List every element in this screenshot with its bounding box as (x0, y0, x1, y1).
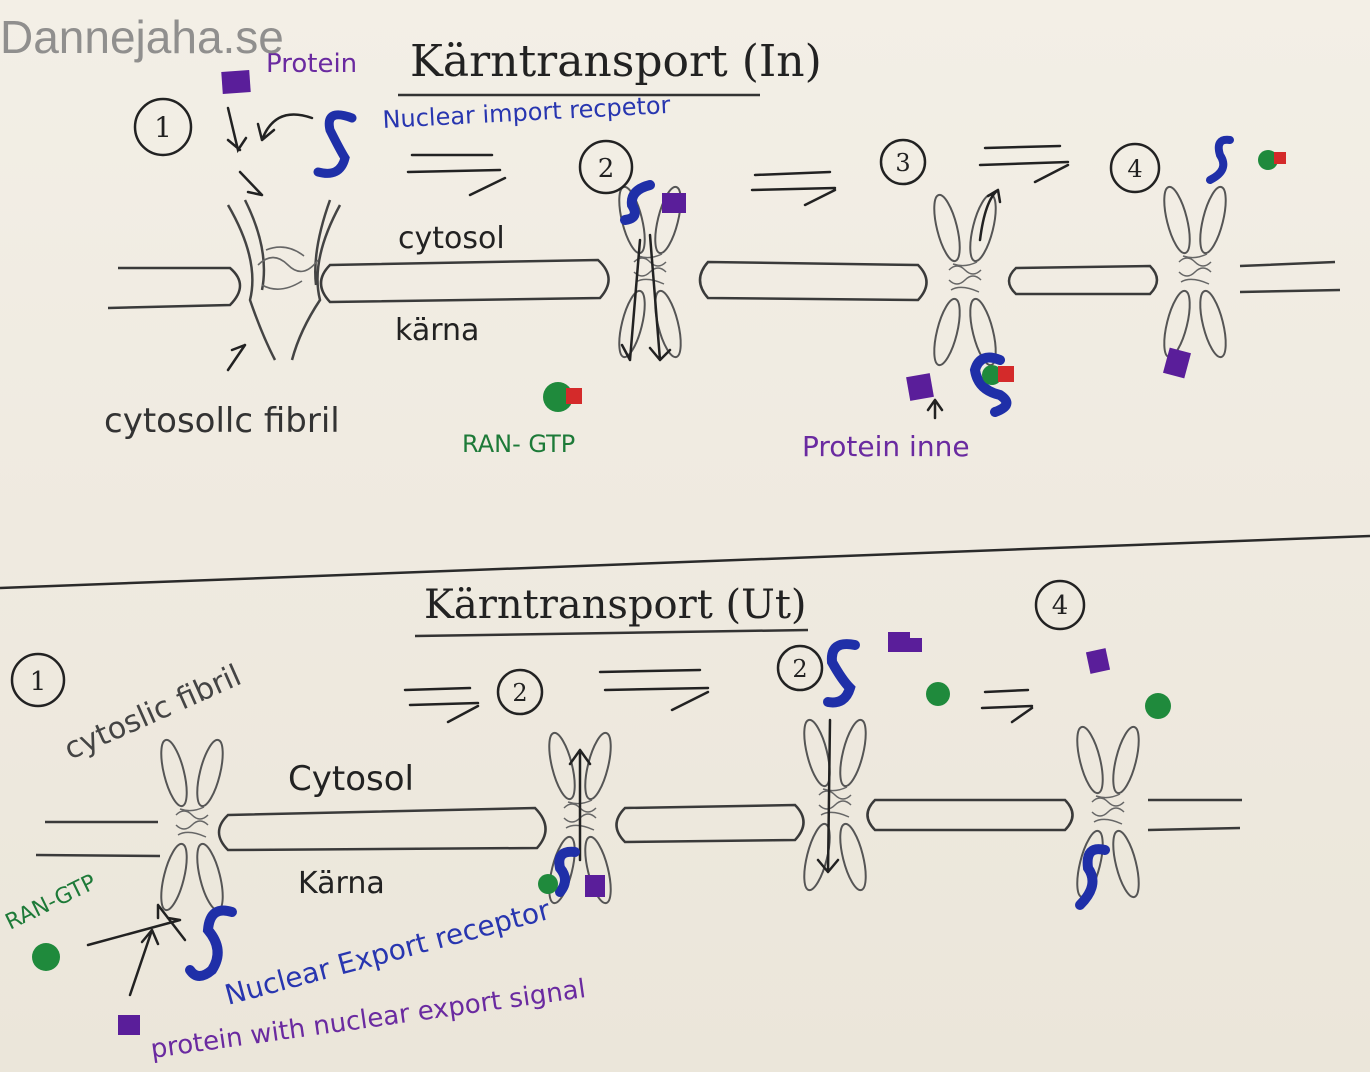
export-receptors (185, 639, 1110, 981)
export-nuclear-envelope (35, 798, 1242, 858)
import-protein-label: Protein (266, 49, 357, 79)
panel-divider (0, 534, 1370, 590)
import-pore-4 (1158, 183, 1232, 361)
export-pore-1 (155, 736, 229, 914)
import-receptor-label: Nuclear import recpetor (382, 91, 671, 134)
export-cytosol-label: Cytosol (288, 759, 414, 799)
export-title: Kärntransport (Ut) (424, 582, 807, 628)
import-step-2: 2 (598, 154, 615, 184)
import-receptors (313, 110, 1234, 417)
site-watermark: Dannejaha.se (0, 11, 284, 63)
import-proteins (221, 70, 1191, 401)
export-pore-3 (798, 716, 872, 894)
import-cytosol-label: cytosol (398, 221, 505, 256)
export-step-2b: 2 (792, 655, 807, 683)
export-fibril-label: cytoslic fibril (59, 658, 246, 767)
export-proteins (118, 632, 1111, 1035)
import-nuclear-envelope (107, 258, 1341, 310)
export-step-2a: 2 (512, 679, 527, 707)
export-pore-4 (1071, 723, 1145, 901)
import-ran-gtp-label: RAN- GTP (462, 430, 575, 458)
export-ran-gtp-label: RAN-GTP (2, 870, 101, 935)
export-step-circles (10, 579, 1086, 716)
import-step-3: 3 (895, 149, 910, 177)
export-protein-signal-label: protein with nuclear export signal (149, 974, 588, 1065)
import-step-1: 1 (154, 111, 172, 144)
import-pore-3 (928, 191, 1002, 369)
import-step-circles (133, 97, 1161, 195)
import-title: Kärntransport (In) (410, 36, 822, 87)
export-step-4: 4 (1052, 591, 1069, 621)
import-protein-inside-label: Protein inne (802, 430, 970, 463)
import-step-4: 4 (1127, 155, 1142, 183)
import-fibril-label: cytosollc fibril (104, 401, 340, 441)
import-nucleus-label: kärna (395, 313, 479, 348)
export-nucleus-label: Kärna (298, 866, 385, 901)
import-flow-arrows (226, 106, 1070, 420)
export-ran-gtp (32, 682, 1171, 971)
import-pore-1 (226, 199, 342, 361)
import-ran-gtp (543, 150, 1286, 412)
export-step-1: 1 (30, 667, 47, 697)
export-flow-arrows (86, 668, 1034, 997)
